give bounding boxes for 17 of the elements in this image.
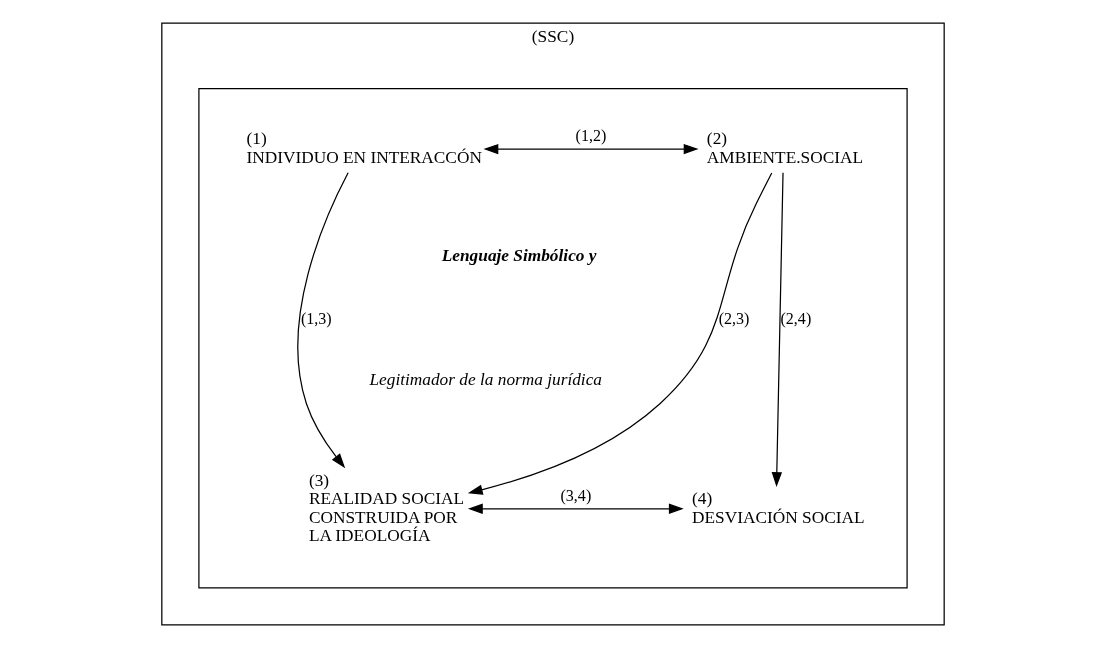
label: Legitimador de la norma jurídica xyxy=(369,369,603,389)
node-text: (3) REALIDAD SOCIAL CONSTRUIDA POR LA IDEOLOGÍA xyxy=(308,470,465,546)
edge-label: (2,3) xyxy=(718,309,750,327)
edge-label: (3,4) xyxy=(560,486,592,504)
arrow xyxy=(467,503,684,514)
label: Lenguaje Simbólico y xyxy=(441,246,597,266)
edge-label: (1,3) xyxy=(300,309,332,327)
arrow xyxy=(771,172,784,488)
arrow xyxy=(297,172,349,469)
edge-label: (1,2) xyxy=(575,126,607,144)
cluster xyxy=(198,87,908,589)
arrow xyxy=(467,172,773,495)
node-text: (2) AMBIENTE.SOCIAL xyxy=(706,129,864,167)
node-text: (1) INDIVIDUO EN INTERACCÓN xyxy=(246,129,482,167)
edge-label: (2,4) xyxy=(780,309,812,327)
arrow xyxy=(483,143,699,155)
node-text: (4) DESVIACIÓN SOCIAL xyxy=(692,489,865,527)
